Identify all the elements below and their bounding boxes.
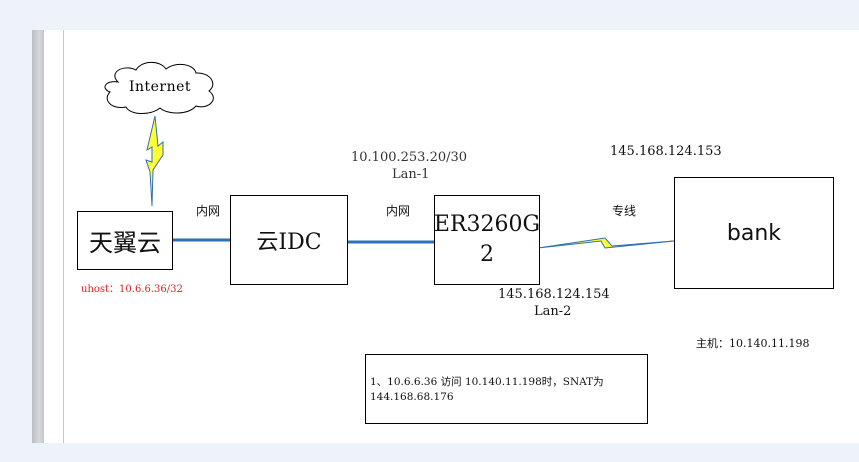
bank-label: bank [726,220,782,246]
link-label-idc-router: 内网 [386,204,411,218]
bank-ip-label: 145.168.124.153 [610,144,722,159]
lan1-ip-label: 10.100.253.20/30 [351,150,468,165]
bank-node: bank [674,177,834,289]
snat-note-box: 1、10.6.6.36 访问 10.140.11.198时，SNAT为 144.… [365,354,648,424]
lan2-ip-label: 145.168.124.154 [498,287,610,302]
leased-line-lightning [537,237,675,249]
router-label: ER3260G 2 [433,212,541,267]
internet-label: Internet [128,79,192,95]
internet-lightning-bolt [145,115,164,207]
snat-note-text: 1、10.6.6.36 访问 10.140.11.198时，SNAT为 144.… [370,376,604,403]
idc-label: 云IDC [256,230,322,255]
router-node: ER3260G 2 [434,195,540,285]
link-label-tianyi-idc: 内网 [196,204,221,218]
tianyi-cloud-label: 天翼云 [89,229,161,257]
page-gutter [32,30,44,443]
host-ip-label: 主机：10.140.11.198 [696,337,810,350]
lan1-name-label: Lan-1 [392,167,430,182]
lan2-name-label: Lan-2 [534,304,572,319]
internet-cloud-shape [104,61,214,114]
link-label-leased-line: 专线 [612,204,637,218]
uhost-ip-label: uhost：10.6.6.36/32 [81,284,183,295]
idc-node: 云IDC [230,195,348,285]
page-margin-line [63,30,64,443]
tianyi-cloud-node: 天翼云 [77,211,173,270]
